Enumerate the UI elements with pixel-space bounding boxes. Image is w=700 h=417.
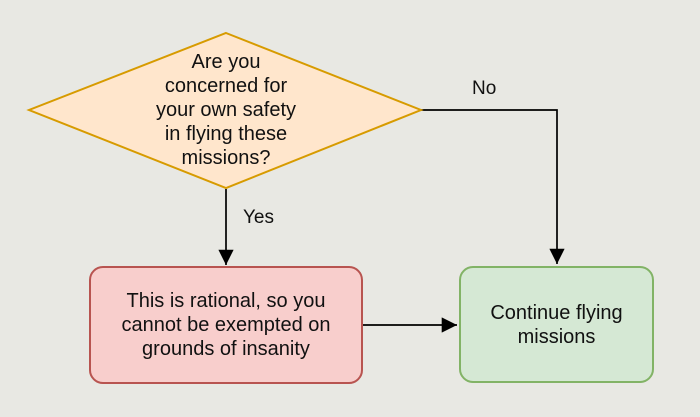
outcome-positive-box [459, 266, 654, 383]
edge-no-label: No [472, 78, 497, 99]
outcome-positive-text: Continue flying missions [490, 301, 623, 348]
edge-yes-label: Yes [243, 207, 274, 228]
outcome-negative-text: This is rational, so you cannot be exemp… [121, 290, 331, 360]
outcome-negative-box [89, 266, 363, 384]
decision-diamond [26, 31, 424, 190]
decision-question-text: Are you concerned for your own safety in… [155, 51, 297, 169]
edge-no-connector [421, 109, 565, 264]
